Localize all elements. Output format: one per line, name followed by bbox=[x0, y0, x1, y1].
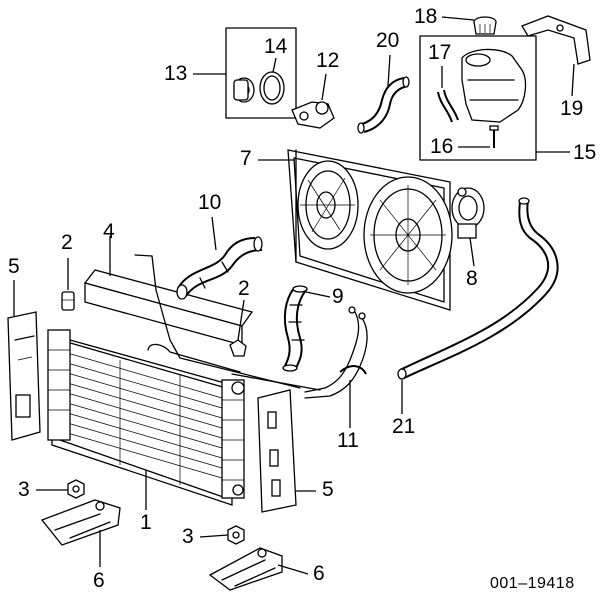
thermostat-gasket bbox=[259, 71, 285, 105]
water-outlet bbox=[291, 101, 335, 129]
air-deflector-left bbox=[7, 311, 41, 441]
callout-3-left: 3 bbox=[18, 478, 30, 501]
callout-5-right: 5 bbox=[322, 478, 334, 501]
document-id: 001–19418 bbox=[490, 575, 575, 592]
fan-shroud-assembly bbox=[287, 149, 453, 311]
callout-12: 12 bbox=[316, 49, 340, 72]
callout-9: 9 bbox=[332, 285, 344, 308]
bolt-center bbox=[227, 525, 245, 545]
transmission-cooler-lines bbox=[304, 306, 368, 399]
callout-10: 10 bbox=[198, 191, 222, 214]
lower-bracket-left bbox=[40, 499, 121, 546]
surge-tank-cap bbox=[473, 16, 497, 35]
radiator bbox=[47, 329, 321, 506]
thermostat-housing bbox=[233, 77, 255, 103]
callout-19: 19 bbox=[560, 97, 584, 120]
bolt-left bbox=[67, 479, 85, 499]
surge-tank-bracket bbox=[521, 15, 591, 65]
callout-20: 20 bbox=[376, 29, 400, 52]
lower-radiator-hose bbox=[282, 285, 308, 372]
callout-14: 14 bbox=[264, 35, 288, 58]
bypass-hose bbox=[397, 197, 559, 380]
surge-tank-inlet-hose bbox=[357, 76, 410, 134]
air-deflector-right bbox=[257, 389, 297, 513]
surge-tank-bolt bbox=[489, 125, 499, 148]
callout-2-left: 2 bbox=[61, 231, 73, 254]
lower-bracket-right bbox=[208, 547, 283, 591]
callout-7: 7 bbox=[240, 147, 252, 170]
callout-15: 15 bbox=[573, 141, 597, 164]
upper-clamp-left bbox=[61, 291, 75, 311]
callout-18: 18 bbox=[414, 5, 438, 28]
callout-8: 8 bbox=[466, 267, 478, 290]
fan-motor bbox=[451, 187, 485, 239]
callout-13: 13 bbox=[164, 62, 188, 85]
callout-5-left: 5 bbox=[8, 255, 20, 278]
surge-tank-box bbox=[419, 35, 537, 161]
callout-17: 17 bbox=[428, 41, 452, 64]
callout-1: 1 bbox=[140, 511, 152, 534]
surge-tank-hose bbox=[437, 89, 459, 123]
callout-2-center: 2 bbox=[238, 277, 250, 300]
upper-clamp-center bbox=[229, 339, 247, 357]
callout-3-center: 3 bbox=[182, 525, 194, 548]
coolant-surge-tank bbox=[461, 48, 527, 123]
callout-6-left: 6 bbox=[93, 569, 105, 592]
callout-21: 21 bbox=[392, 415, 416, 438]
leader-lines bbox=[13, 16, 575, 575]
callout-16: 16 bbox=[430, 135, 454, 158]
callout-11: 11 bbox=[337, 429, 359, 452]
callout-4: 4 bbox=[103, 220, 115, 243]
upper-radiator-hose bbox=[176, 236, 263, 300]
callout-6-right: 6 bbox=[313, 562, 325, 585]
